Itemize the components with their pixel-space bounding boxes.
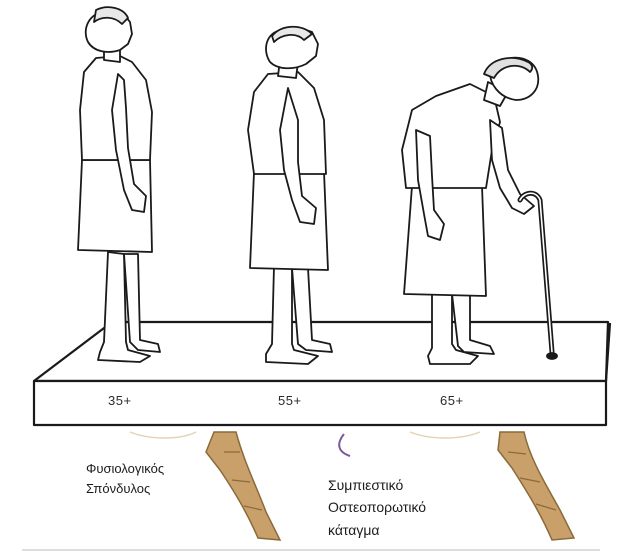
fig3-far-arm bbox=[490, 120, 534, 214]
caption-normal-line-2: Σπόνδυλος bbox=[86, 479, 164, 499]
figure-65-hunched bbox=[402, 58, 557, 364]
figure-55-slight-stoop bbox=[248, 27, 332, 364]
age-label-55: 55+ bbox=[278, 393, 302, 408]
caption-osteo-line-2: Οστεοπορωτικό bbox=[328, 496, 426, 518]
spine-osteoporotic bbox=[498, 432, 574, 540]
caption-osteo-line-1: Συμπιεστικό bbox=[328, 474, 426, 496]
cane-tip bbox=[547, 353, 557, 359]
faint-arc-left bbox=[130, 432, 196, 438]
caption-normal-line-1: Φυσιολογικός bbox=[86, 459, 164, 479]
caption-normal-vertebra: Φυσιολογικός Σπόνδυλος bbox=[86, 459, 164, 499]
purple-arc bbox=[339, 434, 350, 456]
caption-osteoporotic-fracture: Συμπιεστικό Οστεοπορωτικό κάταγμα bbox=[328, 474, 426, 541]
figure-35-upright bbox=[78, 7, 160, 362]
age-label-35: 35+ bbox=[108, 393, 132, 408]
spine-normal bbox=[206, 432, 280, 540]
caption-osteo-line-3: κάταγμα bbox=[328, 519, 426, 541]
fig3-skirt bbox=[404, 186, 486, 296]
age-label-65: 65+ bbox=[440, 393, 464, 408]
faint-arc-right bbox=[410, 432, 480, 438]
